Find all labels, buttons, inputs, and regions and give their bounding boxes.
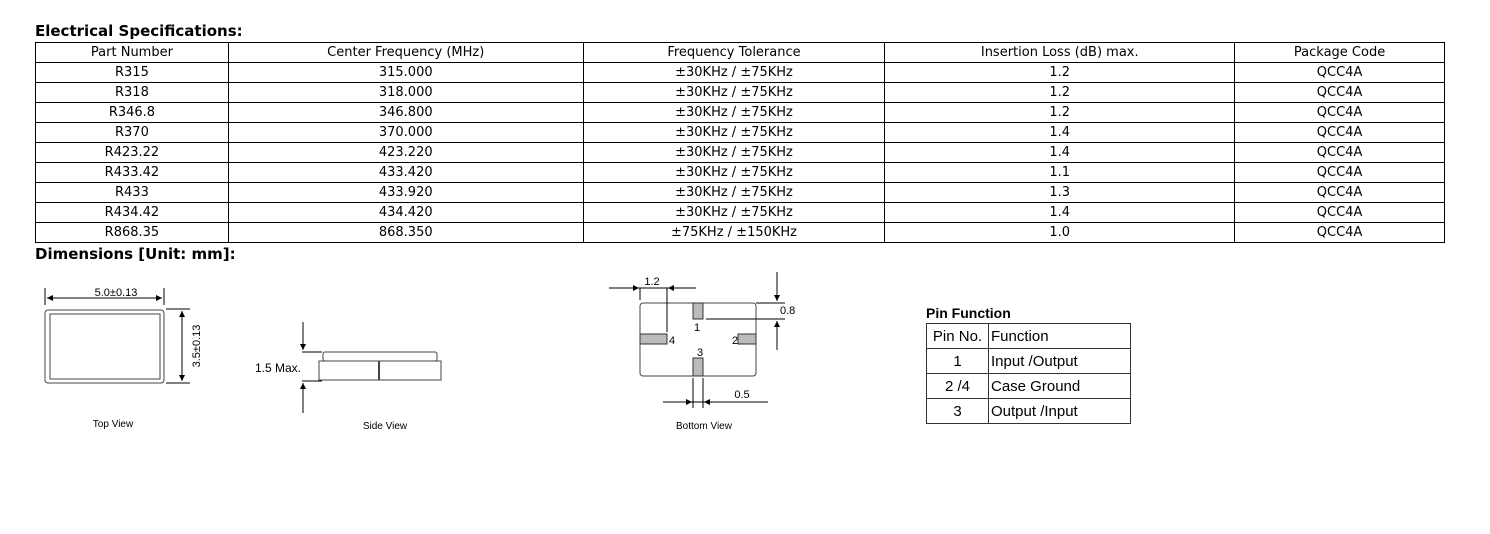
top-view-caption: Top View <box>93 419 134 430</box>
electrical-specs-title: Electrical Specifications: <box>35 22 243 40</box>
top-width-label: 5.0±0.13 <box>95 287 138 299</box>
table-cell: 868.350 <box>227 222 584 243</box>
pad-length-label: 0.8 <box>780 305 795 317</box>
table-cell: Center Frequency (MHz) <box>227 42 584 63</box>
svg-text:4: 4 <box>669 335 675 347</box>
pad-width-label: 0.5 <box>734 389 749 401</box>
svg-text:1: 1 <box>694 322 700 334</box>
table-cell: ±30KHz / ±75KHz <box>582 62 886 83</box>
pin-function-title: Pin Function <box>926 305 1011 321</box>
table-cell: QCC4A <box>1234 162 1445 183</box>
table-cell: QCC4A <box>1234 222 1445 243</box>
side-view-caption: Side View <box>363 421 408 432</box>
bottom-view-caption: Bottom View <box>676 421 733 432</box>
table-cell: ±75KHz / ±150KHz <box>582 222 886 243</box>
side-height-label: 1.5 Max. <box>255 361 301 375</box>
table-cell: QCC4A <box>1234 82 1445 103</box>
table-cell: QCC4A <box>1234 102 1445 123</box>
table-cell: R433 <box>35 182 229 203</box>
svg-text:2: 2 <box>732 335 738 347</box>
bottom-view-drawing: 1 2 3 4 1.2 0.8 0.5 Bottom View <box>609 272 795 432</box>
dimensions-title: Dimensions [Unit: mm]: <box>35 245 236 263</box>
table-cell: ±30KHz / ±75KHz <box>582 162 886 183</box>
table-cell: 1.4 <box>884 202 1236 223</box>
table-cell: ±30KHz / ±75KHz <box>582 122 886 143</box>
side-view-drawing: 1.5 Max. Side View <box>255 322 442 432</box>
table-cell: R868.35 <box>35 222 229 243</box>
svg-text:3: 3 <box>697 347 703 359</box>
top-height-label: 3.5±0.13 <box>191 325 203 368</box>
table-cell: 1.0 <box>884 222 1236 243</box>
top-view-drawing: 5.0±0.13 3.5±0.13 Top View <box>44 287 203 430</box>
table-cell: R315 <box>35 62 229 83</box>
pad-offset-label: 1.2 <box>644 276 659 288</box>
table-cell: 434.420 <box>227 202 584 223</box>
